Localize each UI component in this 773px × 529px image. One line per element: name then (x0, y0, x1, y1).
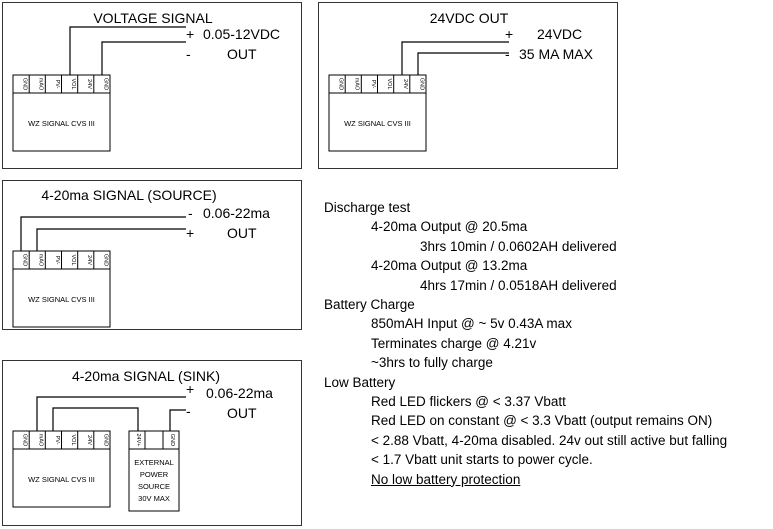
ext-gnd-wire (169, 409, 186, 433)
minus-sign: - (186, 403, 191, 419)
device-name: WZ SIGNAL CVS III (344, 119, 411, 128)
plus-sign: + (186, 225, 194, 241)
pin-label: VOL (386, 78, 392, 89)
sink-signal-panel: 4-20ma SIGNAL (SINK) + - 0.06-22ma OUT G… (2, 360, 302, 526)
pin-label: GND (102, 78, 108, 90)
sink-signal-diagram: 4-20ma SIGNAL (SINK) + - 0.06-22ma OUT G… (12, 368, 273, 512)
pin-label: 24V+ (135, 434, 141, 447)
device-name: WZ SIGNAL CVS III (28, 119, 95, 128)
pin-label: 24V (86, 255, 92, 265)
24v-wire (401, 41, 509, 78)
pin-label: PV- (54, 256, 60, 265)
note-line: 4-20ma Output @ 13.2ma (371, 258, 528, 274)
pin-label: GND (22, 434, 28, 446)
pin-label: GND (338, 78, 344, 90)
pin-label: mAO (354, 78, 360, 91)
source-signal-diagram: 4-20ma SIGNAL (SOURCE) - + 0.06-22ma OUT… (12, 187, 270, 328)
device-block: GND mAO PV- VOL 24V GND WZ SIGNAL CVS II… (328, 74, 427, 152)
pin-label: 24V (402, 79, 408, 89)
note-line: ~3hrs to fully charge (371, 355, 493, 371)
external-power-source-block: 24V+ GND EXTERNAL POWER SOURCE 30V MAX (128, 430, 180, 512)
ext-label-line: SOURCE (138, 482, 170, 491)
minus-terminal-label: OUT (227, 405, 257, 421)
pin-label: VOL (70, 78, 76, 89)
plus-sign: + (505, 26, 513, 42)
minus-sign: - (505, 46, 510, 62)
pin-label: GND (22, 78, 28, 90)
pin-label: mAO (38, 434, 44, 447)
pin-label: PV- (54, 436, 60, 445)
pin-label: PV- (370, 80, 376, 89)
note-line: Terminates charge @ 4.21v (371, 335, 537, 351)
ext-label-line: 30V MAX (138, 494, 170, 503)
note-heading: Battery Charge (324, 297, 415, 313)
plus-terminal-label: 0.05-12VDC (203, 26, 280, 42)
plus-sign: + (186, 26, 194, 42)
minus-sign: - (186, 46, 191, 62)
voltage-panel-title: VOLTAGE SIGNAL (93, 10, 213, 26)
voltage-signal-diagram: VOLTAGE SIGNAL + - 0.05-12VDC OUT GND mA… (12, 10, 280, 152)
vol-wire (69, 26, 186, 78)
24vdc-out-diagram: 24VDC OUT + - 24VDC 35 MA MAX GND mAO PV… (328, 10, 594, 152)
pin-label: GND (169, 434, 175, 446)
device-block: GND mAO PV- VOL 24V GND WZ SIGNAL CVS II… (12, 250, 111, 328)
ext-label-line: EXTERNAL (134, 458, 174, 467)
gnd-wire (20, 216, 186, 254)
source-panel-title: 4-20ma SIGNAL (SOURCE) (41, 187, 216, 203)
pin-label: mAO (38, 78, 44, 91)
sink-panel-title: 4-20ma SIGNAL (SINK) (72, 368, 220, 384)
voltage-signal-panel: VOLTAGE SIGNAL + - 0.05-12VDC OUT GND mA… (2, 2, 302, 169)
note-line: 850mAH Input @ ~ 5v 0.43A max (371, 316, 572, 332)
device-block: GND mAO PV- VOL 24V GND WZ SIGNAL CVS II… (12, 74, 111, 152)
pv-wire (52, 407, 139, 433)
pin-label: 24V (86, 79, 92, 89)
note-line: 4-20ma Output @ 20.5ma (371, 219, 528, 235)
pin-label: GND (22, 254, 28, 266)
pin-label: VOL (70, 434, 76, 445)
source-signal-panel: 4-20ma SIGNAL (SOURCE) - + 0.06-22ma OUT… (2, 180, 302, 330)
plus-terminal-label: 0.06-22ma (206, 385, 273, 401)
24vdc-out-panel: 24VDC OUT + - 24VDC 35 MA MAX GND mAO PV… (318, 2, 618, 169)
plus-sign: + (186, 381, 194, 397)
note-line: < 2.88 Vbatt, 4-20ma disabled. 24v out s… (371, 432, 728, 448)
mao-wire (36, 396, 186, 433)
mao-wire (36, 228, 186, 254)
pin-label: mAO (38, 254, 44, 267)
note-line: Red LED flickers @ < 3.37 Vbatt (371, 394, 566, 410)
pin-label: 24V (86, 435, 92, 445)
ext-label-line: POWER (140, 470, 169, 479)
minus-terminal-label: 35 MA MAX (519, 46, 594, 62)
note-line: Red LED on constant @ < 3.3 Vbatt (outpu… (371, 413, 713, 429)
pin-label: GND (102, 254, 108, 266)
note-detail: 4hrs 17min / 0.0518AH delivered (420, 277, 617, 293)
pin-label: VOL (70, 254, 76, 265)
gnd-wire (417, 52, 509, 78)
gnd-wire (101, 41, 186, 78)
device-name: WZ SIGNAL CVS III (28, 475, 95, 484)
device-block: GND mAO PV- VOL 24V GND WZ SIGNAL CVS II… (12, 430, 111, 508)
minus-terminal-label: 0.06-22ma (203, 205, 270, 221)
device-name: WZ SIGNAL CVS III (28, 295, 95, 304)
note-line-underlined: No low battery protection (371, 471, 521, 487)
pin-label: GND (102, 434, 108, 446)
out24-panel-title: 24VDC OUT (430, 10, 509, 26)
note-heading: Discharge test (324, 200, 411, 215)
plus-terminal-label: OUT (227, 225, 257, 241)
note-heading: Low Battery (324, 374, 396, 390)
note-detail: 3hrs 10min / 0.0602AH delivered (420, 238, 617, 254)
pin-label: PV- (54, 80, 60, 89)
plus-terminal-label: 24VDC (537, 26, 582, 42)
note-line: < 1.7 Vbatt unit starts to power cycle. (371, 452, 593, 468)
test-notes: Discharge test 4-20ma Output @ 20.5ma 3h… (324, 198, 769, 489)
minus-terminal-label: OUT (227, 46, 257, 62)
minus-sign: - (188, 205, 193, 221)
pin-label: GND (418, 78, 424, 90)
